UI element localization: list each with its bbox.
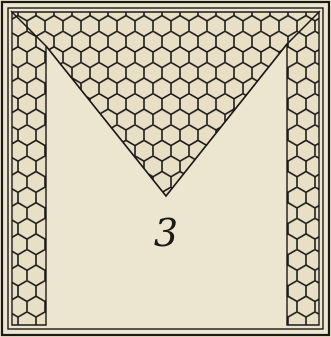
- left-comb-strip: [12, 12, 46, 325]
- figure-number: 3: [154, 211, 178, 255]
- right-comb-strip: [287, 12, 319, 325]
